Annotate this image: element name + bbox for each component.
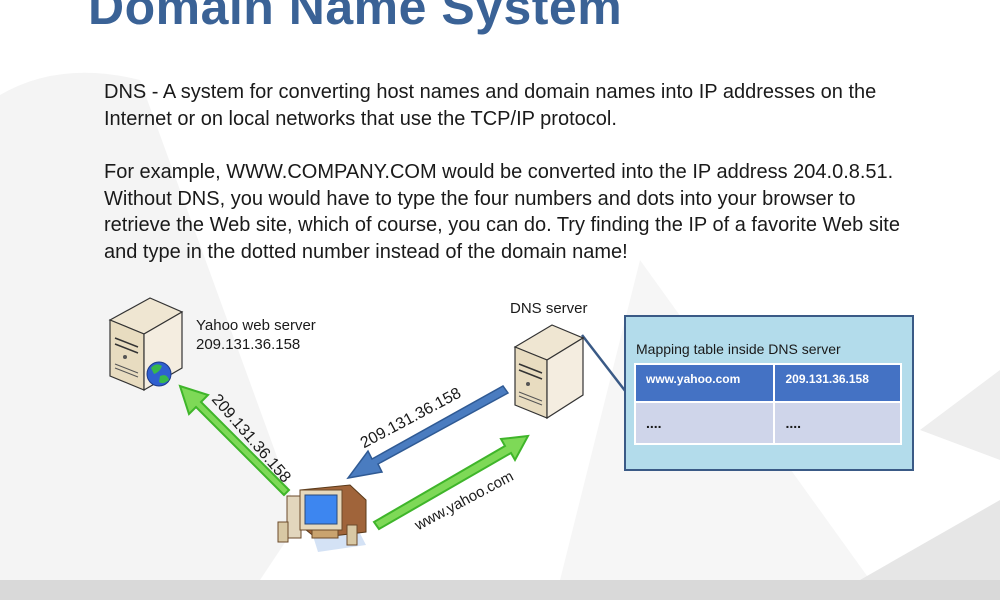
mapping-table: www.yahoo.com 209.131.36.158 .... .... — [633, 363, 902, 445]
arrow-client-to-yahoo — [178, 384, 291, 497]
mapping-table-panel: Mapping table inside DNS server www.yaho… — [624, 315, 914, 471]
slide-title: Domain Name System — [88, 0, 623, 35]
mapping-table-title: Mapping table inside DNS server — [636, 341, 841, 357]
yahoo-server-name: Yahoo web server — [196, 317, 316, 334]
yahoo-server-icon — [108, 297, 184, 392]
yahoo-server-ip: 209.131.36.158 — [196, 336, 301, 353]
table-cell-domain: .... — [633, 401, 776, 445]
table-cell-domain: www.yahoo.com — [633, 363, 776, 403]
dns-server-label: DNS server — [510, 300, 588, 317]
globe-icon — [146, 361, 172, 387]
client-computer-icon — [277, 484, 367, 552]
table-cell-ip: .... — [773, 401, 902, 445]
dns-server-icon — [513, 324, 585, 420]
example-paragraph: For example, WWW.COMPANY.COM would be co… — [104, 161, 900, 263]
arrow-dns-to-client — [346, 385, 510, 480]
table-cell-ip: 209.131.36.158 — [773, 363, 902, 403]
arrow-client-to-dns — [372, 434, 530, 531]
table-row: .... .... — [633, 401, 902, 445]
connector-line — [581, 334, 627, 393]
footer-band — [0, 580, 1000, 600]
table-row: www.yahoo.com 209.131.36.158 — [633, 363, 902, 403]
definition-paragraph: DNS - A system for converting host names… — [104, 81, 877, 130]
